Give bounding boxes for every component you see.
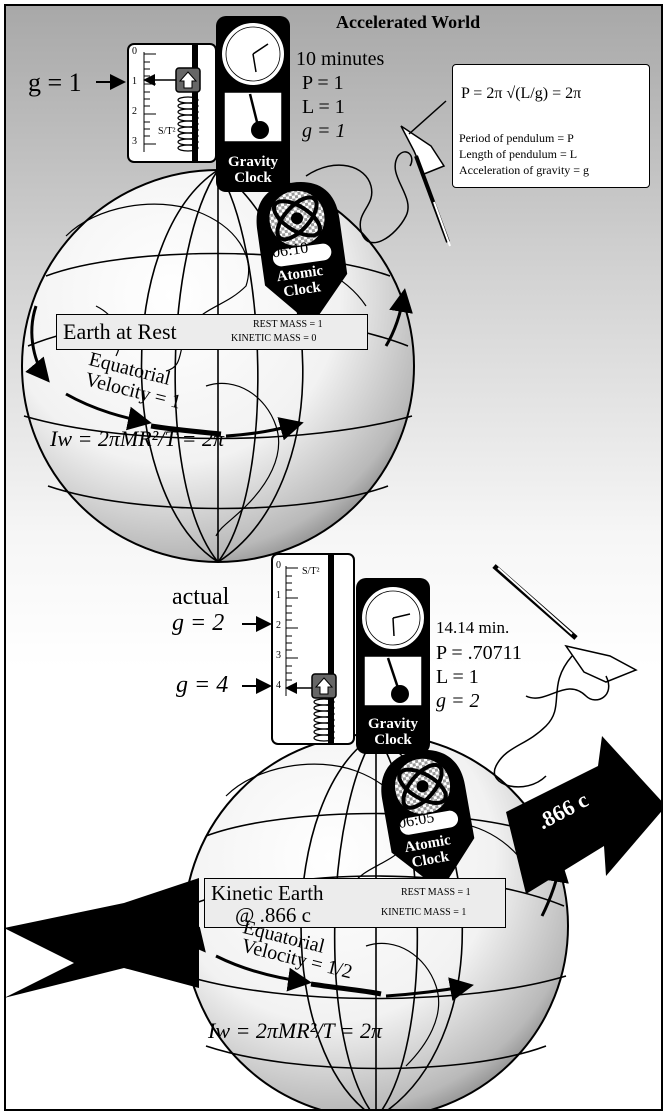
top-scale-unit: S/T² xyxy=(158,126,175,137)
top-readout-period: P = 1 xyxy=(302,72,344,95)
bottom-actual-label: actual xyxy=(172,584,229,611)
top-gravity-scale xyxy=(128,44,216,162)
bottom-readout-gravity: g = 2 xyxy=(436,690,480,713)
bottom-scale-tick-0: 0 xyxy=(276,560,281,571)
top-scale-tick-0: 0 xyxy=(132,46,137,57)
bottom-gravity-clock-label: Gravity Clock xyxy=(360,716,426,748)
bottom-kinetic-mass: KINETIC MASS = 1 xyxy=(381,907,466,918)
top-readout-gravity: g = 1 xyxy=(302,120,346,143)
bottom-g2-pointer-label: g = 2 xyxy=(172,610,224,637)
definition-gravity: Acceleration of gravity = g xyxy=(459,163,589,178)
definition-period: Period of pendulum = P xyxy=(459,131,574,146)
bottom-g4-pointer-label: g = 4 xyxy=(176,672,228,699)
formula-box: P = 2π √(L/g) = 2π Period of pendulum = … xyxy=(452,64,650,188)
top-readout-time: 10 minutes xyxy=(296,48,384,71)
page-title: Accelerated World xyxy=(336,12,480,33)
top-rest-mass: REST MASS = 1 xyxy=(253,319,323,330)
bottom-readout-length: L = 1 xyxy=(436,666,479,689)
pendulum-equation: P = 2π √(L/g) = 2π xyxy=(461,85,581,103)
bottom-readout-period: P = .70711 xyxy=(436,642,522,665)
top-g-pointer-label: g = 1 xyxy=(28,68,82,98)
bottom-scale-tick-3: 3 xyxy=(276,650,281,661)
diagram-frame: Accelerated World P = 2π √(L/g) = 2π Per… xyxy=(4,4,663,1111)
bottom-scale-tick-4: 4 xyxy=(276,680,281,691)
bottom-gravity-scale xyxy=(242,554,354,744)
top-scale-tick-1: 1 xyxy=(132,76,137,87)
top-globe xyxy=(22,170,414,562)
bottom-scale-unit: S/T² xyxy=(302,566,319,577)
top-kinetic-mass: KINETIC MASS = 0 xyxy=(231,333,316,344)
bottom-iw-formula: Iw = 2πMR²/T = 2π xyxy=(208,1018,382,1044)
top-scale-tick-3: 3 xyxy=(132,136,137,147)
top-scale-tick-2: 2 xyxy=(132,106,137,117)
top-readout-length: L = 1 xyxy=(302,96,345,119)
top-earth-label-box: Earth at Rest REST MASS = 1 KINETIC MASS… xyxy=(56,314,368,350)
bottom-rest-mass: REST MASS = 1 xyxy=(401,887,471,898)
bottom-scale-tick-2: 2 xyxy=(276,620,281,631)
top-gravity-clock-label: Gravity Clock xyxy=(220,154,286,186)
top-earth-label: Earth at Rest xyxy=(63,319,177,345)
definition-length: Length of pendulum = L xyxy=(459,147,577,162)
bottom-scale-tick-1: 1 xyxy=(276,590,281,601)
bottom-readout-time: 14.14 min. xyxy=(436,618,509,638)
top-iw-formula: Iw = 2πMR²/T = 2π xyxy=(50,426,224,452)
